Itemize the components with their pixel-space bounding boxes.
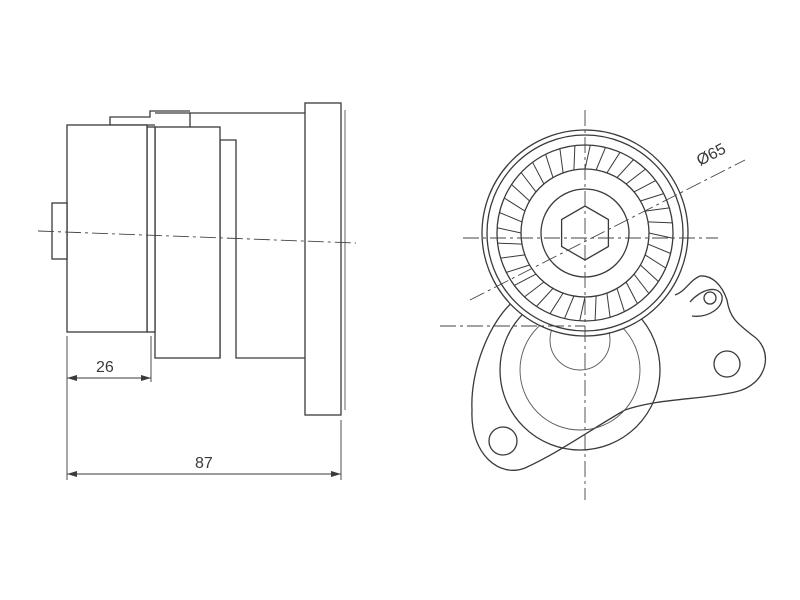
- pulley-rib: [647, 221, 673, 224]
- side-center-line: [37, 230, 357, 244]
- pulley-rib: [584, 145, 591, 170]
- pulley-rib: [633, 273, 650, 294]
- pulley-rib: [559, 148, 564, 173]
- pulley-rib: [564, 295, 575, 319]
- pulley-rib: [497, 227, 522, 234]
- pulley-rib: [497, 242, 523, 245]
- pulley-rib: [549, 292, 564, 314]
- pulley-rib: [606, 293, 611, 318]
- bearing-cap: [66, 124, 148, 333]
- mounting-flange: [304, 102, 342, 416]
- pulley-rib: [644, 254, 666, 269]
- dimension-label-26: 26: [96, 359, 114, 376]
- pulley-rib: [616, 159, 634, 178]
- bolt-head: [51, 202, 68, 260]
- pulley-rib: [625, 281, 638, 304]
- pulley-rib: [514, 273, 537, 286]
- pulley-rib: [579, 296, 586, 321]
- pulley-rib: [633, 180, 656, 193]
- pulley-rib: [506, 264, 530, 273]
- pulley-rib: [536, 288, 554, 307]
- side-view: [37, 102, 357, 416]
- dimension-label-87: 87: [195, 455, 213, 472]
- pulley-rib: [595, 147, 606, 171]
- pulley-rib: [500, 254, 525, 259]
- pulley-rib: [545, 154, 554, 178]
- pulley-rib: [616, 288, 625, 312]
- dimension-label-diameter: Ø65: [694, 141, 729, 170]
- pulley-rib: [573, 145, 576, 171]
- pulley-rib: [594, 295, 597, 321]
- pulley-body: [154, 126, 221, 359]
- pulley-rib: [524, 281, 545, 298]
- tensioner-arm: [109, 110, 190, 125]
- pulley-ribs: [497, 145, 673, 321]
- pulley-rib: [647, 243, 671, 254]
- pulley-rib: [640, 193, 664, 202]
- pulley-rib: [640, 264, 659, 282]
- bracket-hole-right: [713, 350, 741, 378]
- pulley-rib: [532, 162, 545, 185]
- pulley-rib: [520, 172, 537, 193]
- pulley-rib: [645, 207, 670, 212]
- pulley-rib: [511, 184, 530, 202]
- pulley-rib: [499, 212, 523, 223]
- pulley-rib: [606, 152, 621, 174]
- front-view: [440, 110, 767, 500]
- dimension-shaft-length: 26: [66, 336, 152, 480]
- mounting-bracket: [471, 275, 767, 471]
- pulley-rib: [625, 168, 646, 185]
- bracket-hole-left: [488, 426, 518, 456]
- pulley-rib: [648, 232, 673, 239]
- pulley-rib: [504, 197, 526, 212]
- dimension-overall-length: 87: [67, 420, 342, 480]
